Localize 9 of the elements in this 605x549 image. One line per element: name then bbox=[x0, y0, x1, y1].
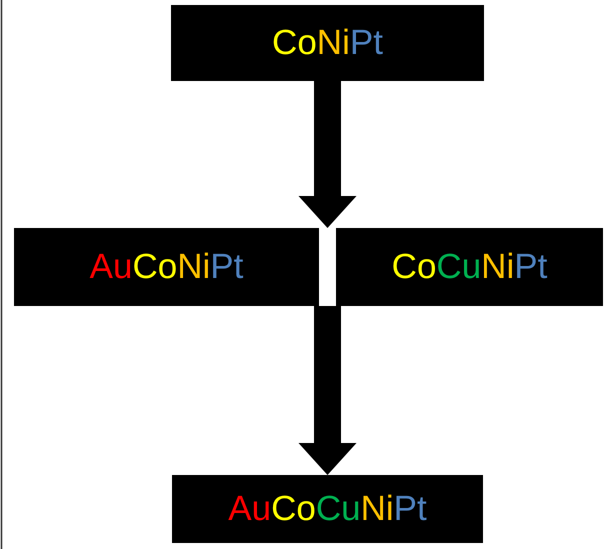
arrow bbox=[298, 81, 356, 228]
label-box bbox=[336, 228, 603, 306]
label-box bbox=[172, 475, 483, 543]
formula-text: AuCoNiPt bbox=[90, 247, 244, 287]
formula-text: AuCoCuNiPt bbox=[228, 489, 427, 529]
label-box bbox=[14, 228, 319, 306]
formula-text: CoNiPt bbox=[272, 23, 383, 63]
formula-text: CoCuNiPt bbox=[392, 247, 548, 287]
label-box bbox=[171, 5, 484, 81]
